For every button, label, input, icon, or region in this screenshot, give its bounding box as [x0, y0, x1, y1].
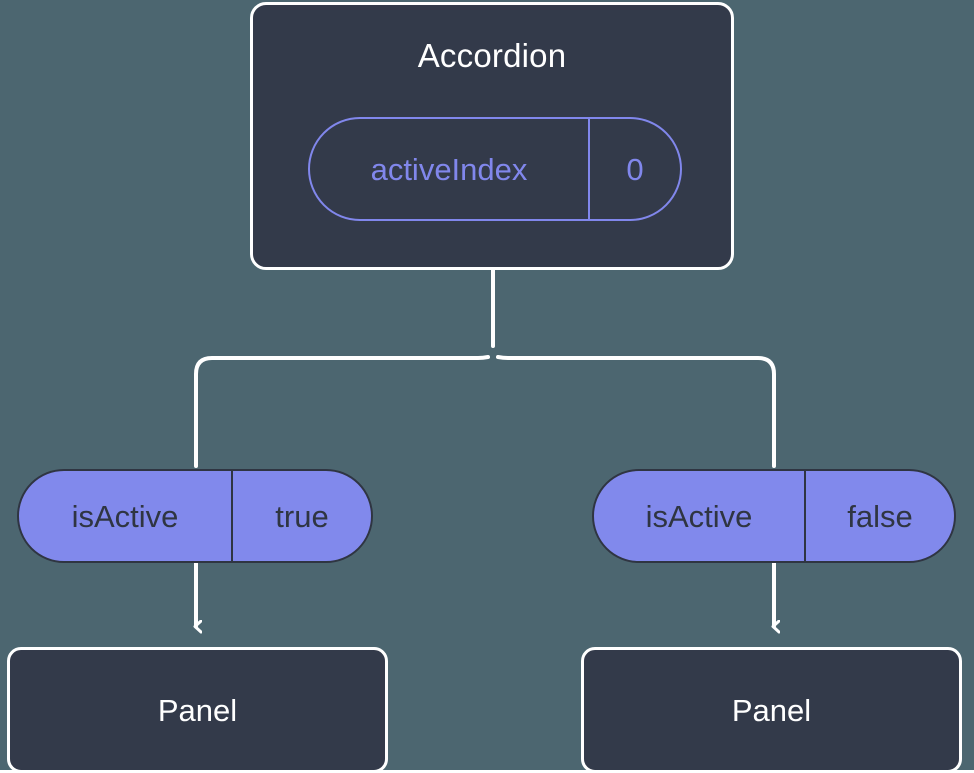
component-title: Panel: [731, 692, 812, 728]
connector-branch-right: [496, 355, 776, 468]
prop-pill-value: false: [847, 498, 913, 534]
component-title: Accordion: [417, 37, 567, 74]
state-pill-active-index[interactable]: activeIndex 0: [308, 117, 682, 221]
prop-pill-key: isActive: [19, 471, 233, 561]
prop-pill-is-active-false[interactable]: isActive false: [592, 469, 956, 563]
component-title: Panel: [157, 692, 238, 728]
prop-pill-key: isActive: [594, 471, 806, 561]
component-node-panel-left[interactable]: Panel: [7, 647, 388, 773]
prop-pill-value: true: [275, 498, 329, 534]
connector-branch-left: [194, 355, 490, 468]
component-node-panel-right[interactable]: Panel: [581, 647, 962, 773]
state-pill-value: 0: [626, 151, 644, 187]
prop-pill-is-active-true[interactable]: isActive true: [17, 469, 373, 563]
state-pill-key: activeIndex: [310, 119, 590, 219]
